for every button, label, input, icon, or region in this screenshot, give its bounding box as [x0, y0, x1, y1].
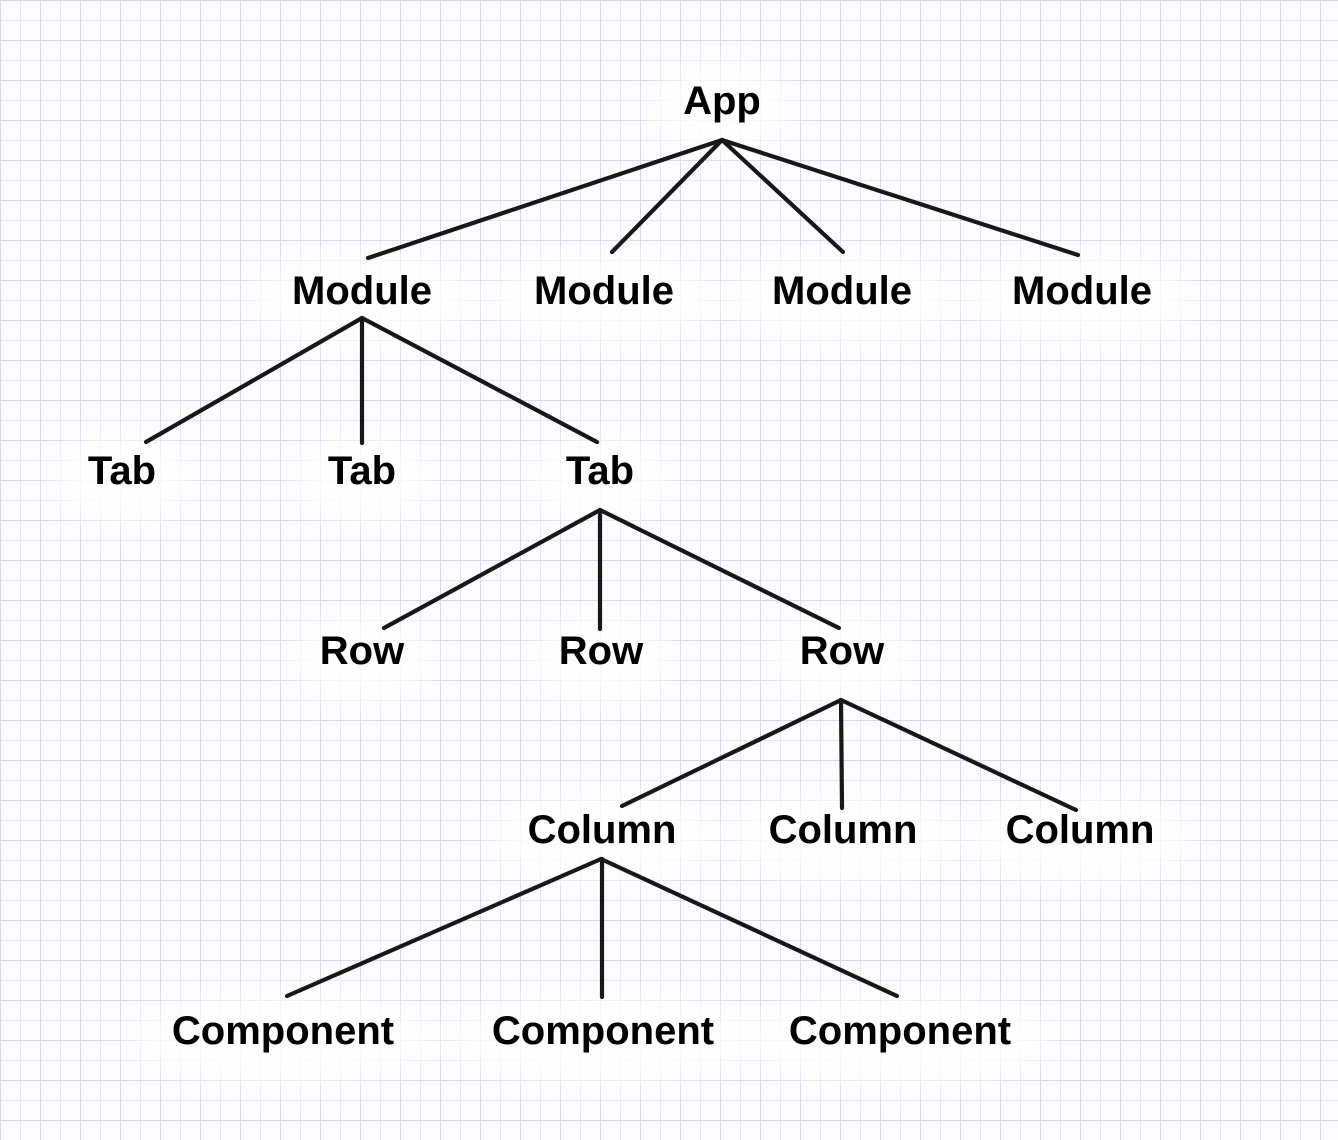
label-glow-layer — [50, 63, 1196, 1085]
node-label-component-2: Component — [492, 1009, 714, 1053]
label-glow — [966, 792, 1194, 884]
label-glow — [729, 792, 957, 884]
node-label-row-1: Row — [320, 629, 405, 673]
edge-row-3-to-column-3 — [838, 697, 1079, 813]
node-label-app: App — [683, 79, 761, 123]
edge-app-to-module-3 — [719, 137, 846, 255]
edge-tab-3-to-row-3 — [597, 507, 842, 631]
label-glow — [290, 613, 434, 705]
label-glow — [770, 613, 914, 705]
label-glow — [488, 792, 716, 884]
node-label-component-1: Component — [172, 1009, 394, 1053]
edge-module-1-to-tab-1 — [143, 315, 365, 445]
edge-column-1-to-component-1 — [284, 856, 604, 999]
node-label-row-3: Row — [800, 629, 885, 673]
node-label-module-4: Module — [1012, 269, 1152, 313]
edge-app-to-module-4 — [719, 137, 1081, 258]
label-glow — [248, 253, 476, 345]
edge-tab-3-to-row-1 — [381, 507, 603, 631]
label-glow — [447, 993, 759, 1085]
node-label-component-3: Component — [789, 1009, 1011, 1053]
edge-app-to-module-2 — [609, 137, 725, 255]
node-label-column-3: Column — [1006, 808, 1155, 852]
edge-module-1-to-tab-3 — [359, 315, 600, 445]
label-glow — [290, 433, 434, 525]
edge-layer — [143, 137, 1081, 1000]
node-label-module-2: Module — [534, 269, 674, 313]
label-glow — [968, 253, 1196, 345]
label-glow — [490, 253, 718, 345]
edge-column-1-to-component-3 — [598, 856, 900, 999]
node-label-column-1: Column — [528, 808, 677, 852]
label-glow — [650, 63, 794, 155]
node-label-module-1: Module — [292, 269, 432, 313]
label-glow — [528, 433, 672, 525]
node-label-column-2: Column — [769, 808, 918, 852]
edge-app-to-module-1 — [365, 137, 725, 261]
edge-row-3-to-column-1 — [619, 697, 844, 809]
label-glow — [529, 613, 673, 705]
label-glow — [728, 253, 956, 345]
label-glow — [127, 993, 439, 1085]
node-label-tab-3: Tab — [566, 449, 634, 493]
label-glow — [744, 993, 1056, 1085]
node-label-tab-1: Tab — [88, 449, 156, 493]
node-label-row-2: Row — [559, 629, 644, 673]
node-label-tab-2: Tab — [328, 449, 396, 493]
edge-row-3-to-column-2 — [838, 697, 845, 811]
node-label-module-3: Module — [772, 269, 912, 313]
label-glow — [50, 433, 194, 525]
